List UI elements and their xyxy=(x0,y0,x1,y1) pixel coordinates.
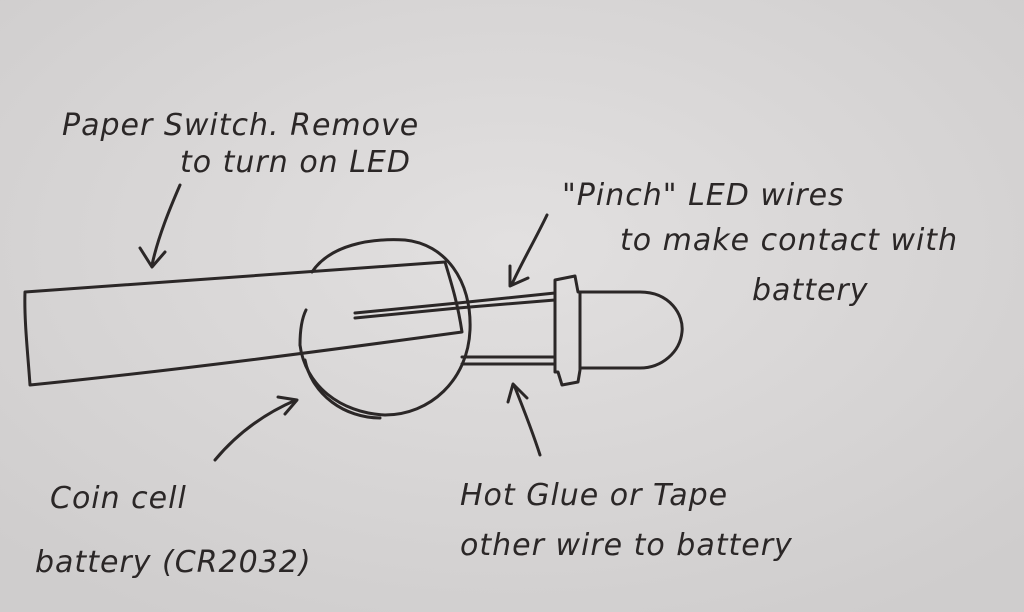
label-pinch: "Pinch" LED wires to make contact with b… xyxy=(562,178,958,308)
label-line: Hot Glue or Tape xyxy=(460,478,728,513)
coin-cell-battery xyxy=(298,238,472,420)
label-line: battery (CR2032) xyxy=(35,545,312,580)
label-line: Paper Switch. Remove xyxy=(62,108,419,143)
paper-switch-strip xyxy=(23,260,464,387)
label-line: "Pinch" LED wires xyxy=(562,178,845,213)
arrow-hot-glue xyxy=(506,382,542,457)
label-line: Coin cell xyxy=(50,481,187,516)
label-hot-glue: Hot Glue or Tape other wire to battery xyxy=(460,478,793,563)
label-paper-switch: Paper Switch. Remove to turn on LED xyxy=(62,108,419,180)
label-line: battery xyxy=(752,273,869,308)
arrow-paper-switch xyxy=(138,183,182,269)
label-coin-cell: Coin cell battery (CR2032) xyxy=(35,481,312,580)
arrow-pinch xyxy=(508,213,549,288)
led xyxy=(553,274,684,387)
label-line: other wire to battery xyxy=(460,528,793,563)
label-line: to make contact with xyxy=(620,223,958,258)
led-wires xyxy=(353,291,557,366)
arrow-coin-cell xyxy=(213,395,299,462)
label-line: to turn on LED xyxy=(180,145,411,180)
